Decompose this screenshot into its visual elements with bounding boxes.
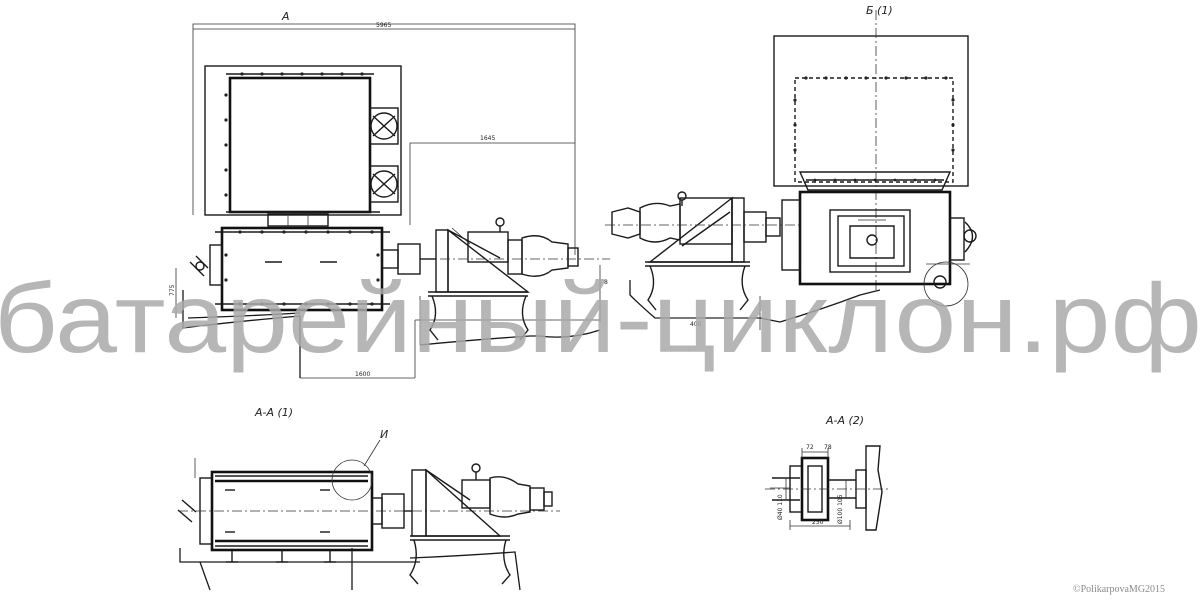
section-aa-2 xyxy=(765,445,890,531)
dimension-detail-3: 250 xyxy=(812,519,824,526)
dimension-detail-4: Ø40 110 xyxy=(777,494,784,520)
copyright-text: ©PolikarpovaMG2015 xyxy=(1073,584,1165,595)
section-aa-1 xyxy=(177,439,560,591)
view-b-label: Б (1) xyxy=(866,4,893,17)
watermark-text: батарейный-циклон.рф xyxy=(0,263,1200,373)
assembly-view-a xyxy=(175,23,576,379)
section-aa-2-label: А-А (2) xyxy=(825,414,864,427)
dimension-right: 400 xyxy=(690,321,702,328)
dimension-right-small: 8 xyxy=(604,279,608,286)
assembly-view-b xyxy=(773,10,977,307)
dimension-detail-1: 72 xyxy=(806,444,814,451)
drive-unit-right xyxy=(605,191,881,330)
dimension-detail-2: 78 xyxy=(824,444,832,451)
drive-unit-left xyxy=(415,217,610,346)
dimension-detail-5: Ø100 105 xyxy=(837,494,844,524)
dimension-mid: 1645 xyxy=(480,135,495,142)
section-aa-1-label: А-А (1) xyxy=(254,406,293,419)
dimension-top: 5965 xyxy=(376,22,391,29)
dimension-left: 775 xyxy=(169,284,176,296)
callout-i-label: И xyxy=(380,428,388,441)
dimension-bottom: 1600 xyxy=(355,371,370,378)
view-a-label: А xyxy=(281,10,290,23)
